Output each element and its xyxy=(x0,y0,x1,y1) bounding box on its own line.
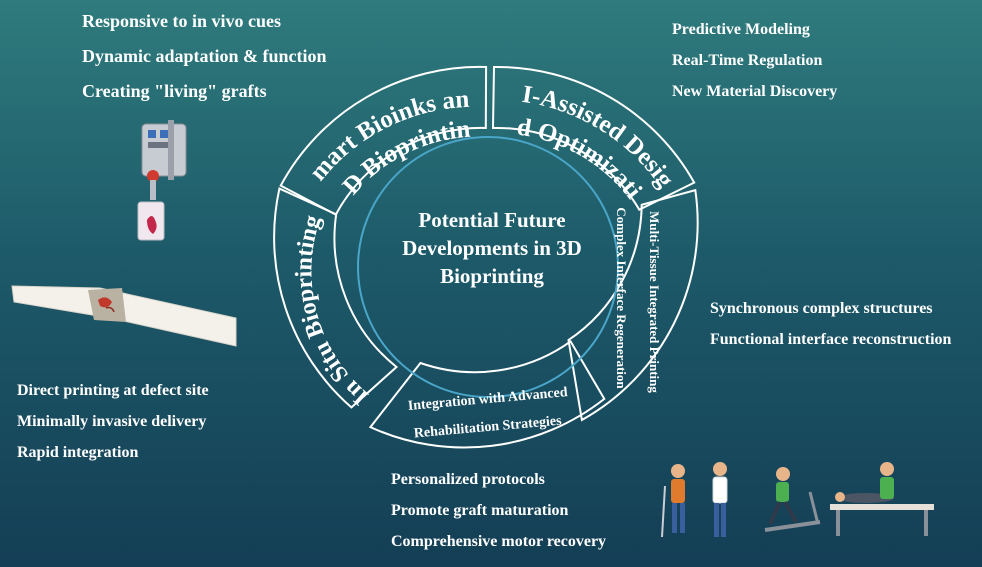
segment-ai xyxy=(491,65,696,212)
list-item: Real-Time Regulation xyxy=(672,52,823,69)
list-item: Functional interface reconstruction xyxy=(710,331,952,348)
multi-tissue-bullets: Synchronous complex structures Functiona… xyxy=(710,298,951,360)
list-item: Predictive Modeling xyxy=(672,21,810,38)
ai-design-bullets: Predictive Modeling Real-Time Regulation… xyxy=(672,19,837,112)
segment-rehab-label-line1: Integration with Advanced xyxy=(407,385,568,414)
inner-circle xyxy=(357,136,619,398)
segment-multi-label-line1: Multi-Tissue Integrated Printing xyxy=(647,211,662,393)
segment-rehab-label-line2: Rehabilitation Strategies xyxy=(413,414,562,442)
center-title-line1: Potential Future xyxy=(418,208,566,232)
list-item: Direct printing at defect site xyxy=(17,382,209,399)
list-item: Creating "living" grafts xyxy=(82,81,267,101)
list-item: Synchronous complex structures xyxy=(710,300,933,317)
bone-defect-icon xyxy=(11,285,237,347)
bioprinter-icon xyxy=(137,120,187,241)
rehabilitation-bullets: Personalized protocols Promote graft mat… xyxy=(391,469,606,562)
list-item: Personalized protocols xyxy=(391,471,545,488)
list-item: Minimally invasive delivery xyxy=(17,413,207,430)
center-title-line3: Bioprinting xyxy=(440,264,544,288)
segment-multi-label-line2: Complex Interface Regeneration xyxy=(614,207,629,389)
smart-bioinks-bullets: Responsive to in vivo cues Dynamic adapt… xyxy=(82,9,327,114)
list-item: Rapid integration xyxy=(17,444,139,461)
center-title: Potential Future Developments in 3D Biop… xyxy=(372,206,612,290)
segment-insitu xyxy=(273,187,399,409)
segment-multi xyxy=(567,188,699,422)
list-item: Dynamic adaptation & function xyxy=(82,46,327,66)
segment-rehab xyxy=(368,339,606,449)
list-item: New Material Discovery xyxy=(672,83,838,100)
center-title-line2: Developments in 3D xyxy=(402,236,582,260)
rehabilitation-people-icon xyxy=(661,462,934,538)
list-item: Promote graft maturation xyxy=(391,502,569,519)
list-item: Responsive to in vivo cues xyxy=(82,11,282,31)
segment-smart xyxy=(279,65,488,216)
in-situ-bullets: Direct printing at defect site Minimally… xyxy=(17,380,209,473)
list-item: Comprehensive motor recovery xyxy=(391,533,607,550)
